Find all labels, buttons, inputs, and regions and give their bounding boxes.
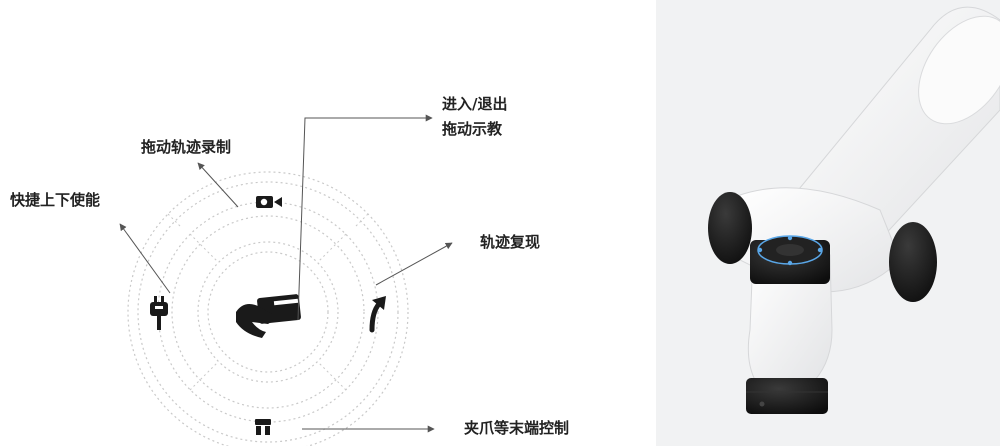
curved-arrow-up-icon <box>369 296 386 333</box>
label-trajectory-replay: 轨迹复现 <box>480 233 540 251</box>
gripper-icon <box>255 419 271 435</box>
robot-arm-image <box>656 0 1000 446</box>
label-enter-exit-line2: 拖动示教 <box>442 120 503 138</box>
power-plug-icon <box>150 296 168 330</box>
label-quick-power: 快捷上下使能 <box>10 191 100 209</box>
label-drag-record: 拖动轨迹录制 <box>141 138 231 156</box>
callout-arrows <box>119 114 453 433</box>
video-camera-icon <box>256 196 282 208</box>
label-enter-exit-line1: 进入/退出 <box>442 95 507 113</box>
label-gripper-control: 夹爪等末端控制 <box>464 419 569 437</box>
hand-grip-icon <box>236 294 301 338</box>
